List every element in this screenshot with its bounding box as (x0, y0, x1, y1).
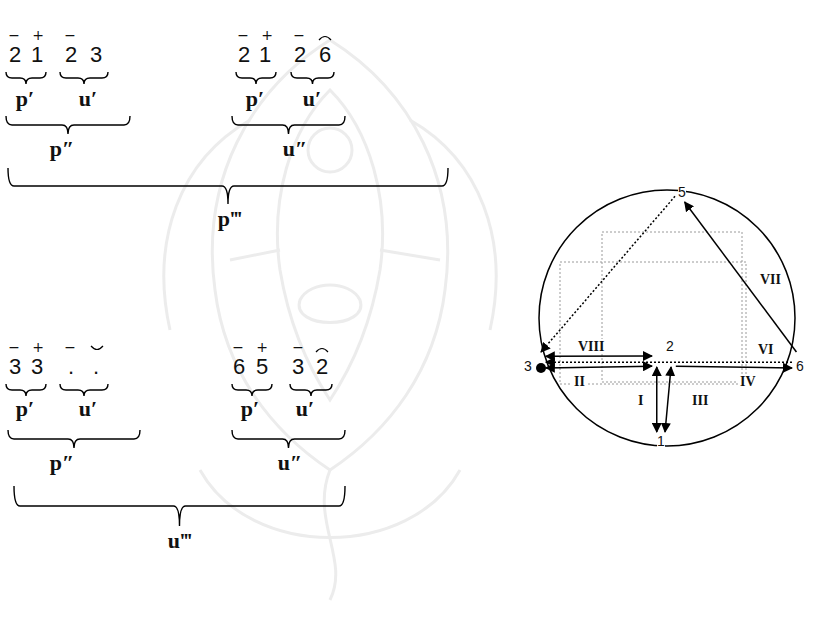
phrase-label: p‴ (218, 208, 242, 230)
accent-mark: − (64, 28, 76, 42)
brace (60, 384, 108, 396)
accent-mark: − (293, 28, 305, 42)
accent-mark: − (8, 28, 20, 42)
accent-mark: − (237, 28, 249, 42)
melodic-move-arrow (546, 366, 652, 368)
note-number: 2 (294, 44, 306, 66)
slur-arcs (91, 37, 331, 353)
note-number: 3 (292, 356, 304, 378)
note-number: 3 (31, 356, 43, 378)
note-number: . (68, 356, 74, 378)
phrase-label: u′ (303, 88, 321, 110)
pitch-point: 1 (654, 432, 668, 451)
start-dot (536, 363, 546, 373)
pitch-number: 1 (657, 433, 665, 449)
pitch-number: 6 (796, 358, 804, 374)
accent-mark: + (32, 340, 44, 354)
pitch-point: 2 (652, 338, 676, 367)
melodic-move-arrow (656, 367, 658, 432)
brace (60, 72, 108, 84)
brace (8, 430, 140, 448)
pitch-circle (539, 190, 795, 446)
phrase-label: u″ (278, 452, 302, 474)
phrase-label: u″ (283, 138, 307, 160)
accent-mark: − (8, 340, 20, 354)
pitch-point: 6 (792, 352, 807, 381)
phrase-label: p′ (246, 88, 264, 110)
phrase-label: p″ (50, 452, 74, 474)
melodic-move-arrow (676, 366, 792, 368)
note-number: 2 (316, 356, 328, 378)
phrase-label: u′ (79, 398, 97, 420)
move-number: VIII (576, 339, 606, 354)
watermark-logo (164, 40, 496, 600)
pitch-point: 3 (522, 352, 546, 381)
move-number: II (572, 374, 587, 389)
note-number: 5 (256, 356, 268, 378)
move-number: III (690, 393, 710, 408)
phrase-label: p″ (50, 138, 74, 160)
move-number: I (636, 393, 645, 408)
melodic-move-arrow (685, 202, 797, 352)
note-number: 1 (31, 44, 43, 66)
move-number: VI (756, 342, 776, 357)
brace (232, 116, 345, 134)
accent-mark: − (292, 340, 304, 354)
brace (232, 430, 345, 448)
melodic-move-arrow (546, 361, 792, 363)
accent-mark: − (64, 340, 76, 354)
note-number: 6 (233, 356, 245, 378)
brace (6, 72, 46, 84)
melodic-move-arrow (665, 367, 671, 432)
note-number: 2 (9, 44, 21, 66)
note-number: 3 (90, 44, 102, 66)
phrase-label: u′ (79, 88, 97, 110)
braces (6, 72, 448, 526)
note-number: 2 (238, 44, 250, 66)
note-number: 2 (65, 44, 77, 66)
brace (6, 384, 46, 396)
phrase-label: u‴ (168, 530, 192, 552)
accent-mark: + (256, 340, 268, 354)
brace (8, 168, 448, 204)
accent-mark: − (232, 340, 244, 354)
note-number: 6 (319, 44, 331, 66)
pitch-number: 2 (666, 338, 674, 354)
brace (14, 486, 345, 526)
guide-lines (560, 232, 746, 384)
phrase-label: p′ (241, 398, 259, 420)
brace (232, 384, 272, 396)
melodic-move-arrow (541, 196, 675, 352)
brace (236, 72, 276, 84)
move-number: VII (758, 272, 783, 287)
pitch-number: 5 (678, 184, 686, 200)
phrase-label: p′ (16, 88, 34, 110)
melodic-move-arrow (546, 355, 652, 357)
phrase-label: u′ (296, 398, 314, 420)
phrase-label: p′ (16, 398, 34, 420)
brace (290, 384, 332, 396)
note-number: 3 (9, 356, 21, 378)
brace (6, 116, 130, 134)
move-number: IV (738, 374, 758, 389)
brace (291, 72, 334, 84)
accent-mark: + (32, 28, 44, 42)
accent-mark: + (261, 28, 273, 42)
pitch-point: 5 (675, 183, 689, 202)
note-number: . (93, 356, 99, 378)
note-number: 1 (259, 44, 271, 66)
pitch-number: 3 (524, 358, 532, 374)
